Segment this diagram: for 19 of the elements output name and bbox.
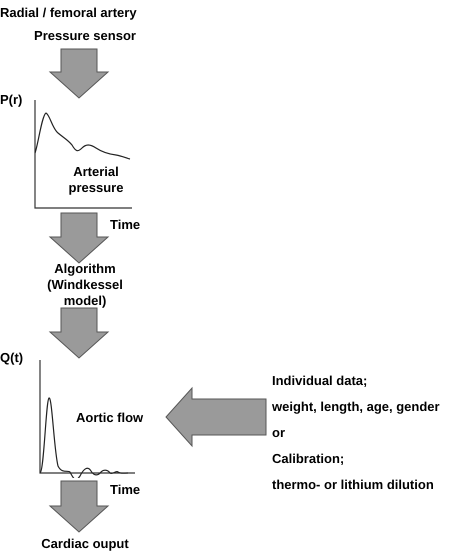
axis-label: P(r): [0, 91, 22, 109]
block-arrow: [165, 386, 266, 448]
axis-label: Time: [110, 481, 140, 499]
input-text: Calibration;: [272, 450, 346, 467]
input-text: thermo- or lithium dilution: [272, 476, 435, 493]
node-label: Cardiac ouput: [41, 535, 129, 554]
block-arrow: [48, 308, 110, 359]
input-text: weight, length, age, gender: [272, 398, 441, 415]
axis-label: Q(t): [0, 349, 24, 367]
block-arrow: [48, 48, 110, 99]
node-label: Pressure sensor: [34, 27, 136, 46]
node-label: Aortic flow: [76, 410, 144, 425]
block-arrow: [48, 480, 110, 533]
node-label: Algorithm (Windkessel model): [46, 260, 124, 310]
title: Radial / femoral artery: [0, 4, 137, 22]
axis-label: Time: [110, 216, 140, 234]
block-arrow: [48, 212, 110, 264]
input-text: or: [272, 424, 286, 441]
input-text: Individual data;: [272, 372, 368, 389]
